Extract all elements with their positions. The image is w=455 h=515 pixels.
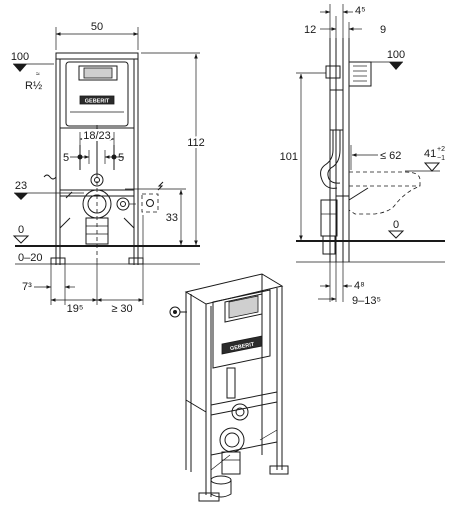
dim-spacing: 18/23 xyxy=(79,128,115,145)
iso-frame xyxy=(184,273,289,502)
floor-level-marker-front: 0 0–20 xyxy=(12,224,42,264)
front-floor-level-label: 0 xyxy=(18,224,24,236)
iso-cistern: GEBERIT xyxy=(212,289,271,369)
supply-fitting xyxy=(90,128,104,187)
side-view: 4⁵ 12 9 100 101 ≤ 62 41 +2 −1 xyxy=(280,4,445,307)
water-symbol: ≈ xyxy=(36,71,40,78)
spacing-label: 18/23 xyxy=(83,130,111,142)
isometric-view: GEBERIT xyxy=(169,273,289,502)
pan-height-label: 41 xyxy=(424,148,436,160)
front-frame xyxy=(50,52,144,265)
drain-height-label: 23 xyxy=(15,180,27,192)
iso-loose-fittings xyxy=(169,306,232,498)
cistern: GEBERIT xyxy=(65,61,129,127)
floor-level-marker-side: 0 xyxy=(387,219,405,239)
supply-thread-label: R½ xyxy=(25,80,42,92)
dim-pan-reach: ≤ 62 xyxy=(350,145,401,170)
pan-height-tol-lower: −1 xyxy=(437,155,445,162)
side-frame xyxy=(320,38,372,262)
foot-dim-label: 7³ xyxy=(22,281,32,293)
electrical-outlet xyxy=(141,181,164,213)
dim-offsets: 5 5 xyxy=(63,150,124,164)
offset-left-label: 5 xyxy=(63,152,69,164)
side-bottom-dims: 4⁸ 9–13⁵ xyxy=(318,262,381,307)
dim-width: 50 xyxy=(55,21,139,50)
brand-logo-front: GEBERIT xyxy=(85,99,110,105)
side-top-dim-a-label: 4⁵ xyxy=(355,5,366,17)
min-clearance-label: ≥ 30 xyxy=(111,303,132,315)
water-level-marker-side: 100 xyxy=(371,49,405,70)
pan-height-marker: 41 +2 −1 xyxy=(405,146,445,172)
side-bottom-dim-b-label: 9–13⁵ xyxy=(352,295,381,307)
dim-height: 112 xyxy=(141,52,207,246)
front-view: GEBERIT xyxy=(11,21,207,317)
floor-range-label: 0–20 xyxy=(18,252,42,264)
bolt-height-label: 33 xyxy=(166,212,178,224)
dim-side-height: 101 xyxy=(280,72,326,241)
offset-right-label: 5 xyxy=(118,152,124,164)
side-connection xyxy=(116,197,136,211)
iso-pipes xyxy=(219,367,249,475)
drain-connection xyxy=(82,189,112,245)
side-height-label: 101 xyxy=(280,151,298,163)
side-top-dim-b-label: 12 xyxy=(304,24,316,36)
dim-drain-height: 23 xyxy=(14,174,84,200)
brand-logo-iso: GEBERIT xyxy=(230,342,256,353)
side-water-level-label: 100 xyxy=(387,49,405,61)
water-level-marker-front: 100 ≈ R½ xyxy=(11,51,54,92)
dim-feet: 7³ 19⁵ ≥ 30 xyxy=(22,215,144,317)
front-height-label: 112 xyxy=(187,137,205,149)
side-bottom-dim-a-label: 4⁸ xyxy=(354,280,365,292)
pan-height-tol-upper: +2 xyxy=(437,146,445,153)
front-water-level-label: 100 xyxy=(11,51,29,63)
front-width-label: 50 xyxy=(91,21,103,33)
side-top-dim-c-label: 9 xyxy=(380,24,386,36)
wall-hung-pan xyxy=(348,171,421,215)
pan-reach-label: ≤ 62 xyxy=(380,150,401,162)
side-top-dims: 4⁵ 12 9 xyxy=(304,4,386,38)
side-floor-level-label: 0 xyxy=(393,219,399,231)
dim-bolt-height: 33 xyxy=(125,188,186,246)
foot-spacing-label: 19⁵ xyxy=(67,303,84,315)
